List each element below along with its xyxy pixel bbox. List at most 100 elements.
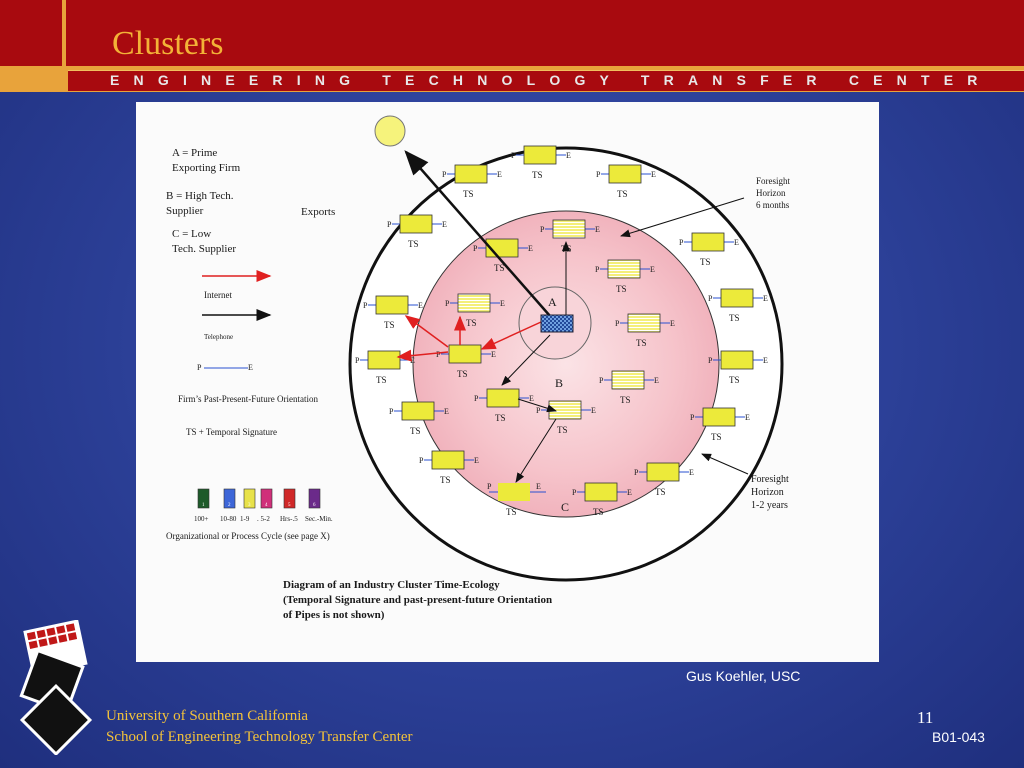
exports-label: Exports — [301, 206, 335, 218]
ts-label: TS — [506, 507, 517, 517]
pipe-p-label: P — [511, 151, 516, 160]
pipe-p-label: P — [540, 225, 545, 234]
pipe-p-label: P — [389, 407, 394, 416]
legend-pipe-e: E — [248, 363, 253, 372]
firm-box — [401, 401, 435, 421]
usc-logo — [19, 620, 93, 755]
cycle-color-box — [308, 488, 321, 509]
label-c: C — [561, 500, 569, 514]
pipe-p-label: P — [473, 244, 478, 253]
ts-label: TS — [616, 284, 627, 294]
foresight-6-line3: 6 months — [756, 200, 790, 210]
pipe-e-label: E — [497, 170, 502, 179]
cycle-swatch: 31-9 — [240, 488, 256, 523]
pipe-e-label: E — [763, 294, 768, 303]
ts-label: TS — [495, 413, 506, 423]
document-code: B01-043 — [932, 729, 985, 745]
pipe-e-label: E — [763, 356, 768, 365]
pipe-p-label: P — [572, 488, 577, 497]
cycle-number: 6 — [313, 503, 316, 508]
legend-internet: Internet — [204, 290, 232, 300]
pipe-e-label: E — [627, 488, 632, 497]
cycle-label: Hrs-.5 — [280, 515, 298, 523]
header-divider — [62, 0, 66, 66]
pipe-e-label: E — [650, 265, 655, 274]
pipe-p-label: P — [690, 413, 695, 422]
cycle-color-box — [243, 488, 256, 509]
pipe-p-label: P — [436, 350, 441, 359]
ts-label: TS — [410, 426, 421, 436]
firm-box — [627, 313, 661, 333]
pipe-p-label: P — [387, 220, 392, 229]
cycle-label: Sec.-Min. — [305, 515, 333, 523]
internet-arrow — [480, 321, 542, 350]
tagline-text: ENGINEERING TECHNOLOGY TRANSFER CENTER — [110, 72, 992, 88]
ts-label: TS — [384, 320, 395, 330]
pipe-p-label: P — [596, 170, 601, 179]
pipe-p-label: P — [445, 299, 450, 308]
ts-label: TS — [440, 475, 451, 485]
firm-box — [608, 164, 642, 184]
pipe-p-label: P — [595, 265, 600, 274]
pipe-p-label: P — [708, 356, 713, 365]
foresight-6-line2: Horizon — [756, 188, 786, 198]
firm-box — [448, 344, 482, 364]
pipe-p-label: P — [615, 319, 620, 328]
cycle-swatch: 210-80 — [220, 488, 237, 523]
pipe-e-label: E — [670, 319, 675, 328]
pipe-e-label: E — [528, 244, 533, 253]
firm-box — [607, 259, 641, 279]
cycle-color-box — [283, 488, 296, 509]
ts-label: TS — [620, 395, 631, 405]
foresight-12-line3: 1-2 years — [751, 500, 788, 511]
export-arrow — [404, 150, 551, 317]
firm-box — [611, 370, 645, 390]
firm-box — [552, 219, 586, 239]
author-credit: Gus Koehler, USC — [686, 668, 801, 684]
firm-box — [584, 482, 618, 502]
cycle-color-box — [223, 488, 236, 509]
header-bar — [0, 0, 1024, 66]
internet-arrow — [396, 349, 449, 362]
cycle-label: 1-9 — [240, 515, 250, 523]
pipe-p-label: P — [363, 301, 368, 310]
firm-box — [457, 293, 491, 313]
pipe-e-label: E — [536, 482, 541, 491]
foresight-6-line1: Foresight — [756, 176, 791, 186]
telephone-arrow — [515, 418, 557, 483]
export-sun-icon — [374, 115, 406, 147]
firm-box — [691, 232, 725, 252]
foresight-12-line1: Foresight — [751, 474, 789, 485]
page-number: 11 — [917, 708, 934, 727]
foresight-12-arrow — [701, 453, 749, 475]
pipe-p-label: P — [442, 170, 447, 179]
firm-box — [454, 164, 488, 184]
ts-label: TS — [466, 318, 477, 328]
legend-ts-signature: TS + Temporal Signature — [186, 427, 277, 437]
pipe-e-label: E — [418, 301, 423, 310]
pipe-p-label: P — [599, 376, 604, 385]
footer-school: School of Engineering Technology Transfe… — [106, 729, 413, 745]
ts-label: TS — [408, 239, 419, 249]
ts-label: TS — [557, 425, 568, 435]
cycle-color-box — [260, 488, 273, 509]
firm-box — [720, 350, 754, 370]
cycle-swatch: 4. 5-2 — [257, 488, 273, 523]
legend-orientation: Firm’s Past-Present-Future Orientation — [178, 394, 318, 404]
footer-university: University of Southern California — [106, 708, 309, 724]
ts-label: TS — [376, 375, 387, 385]
